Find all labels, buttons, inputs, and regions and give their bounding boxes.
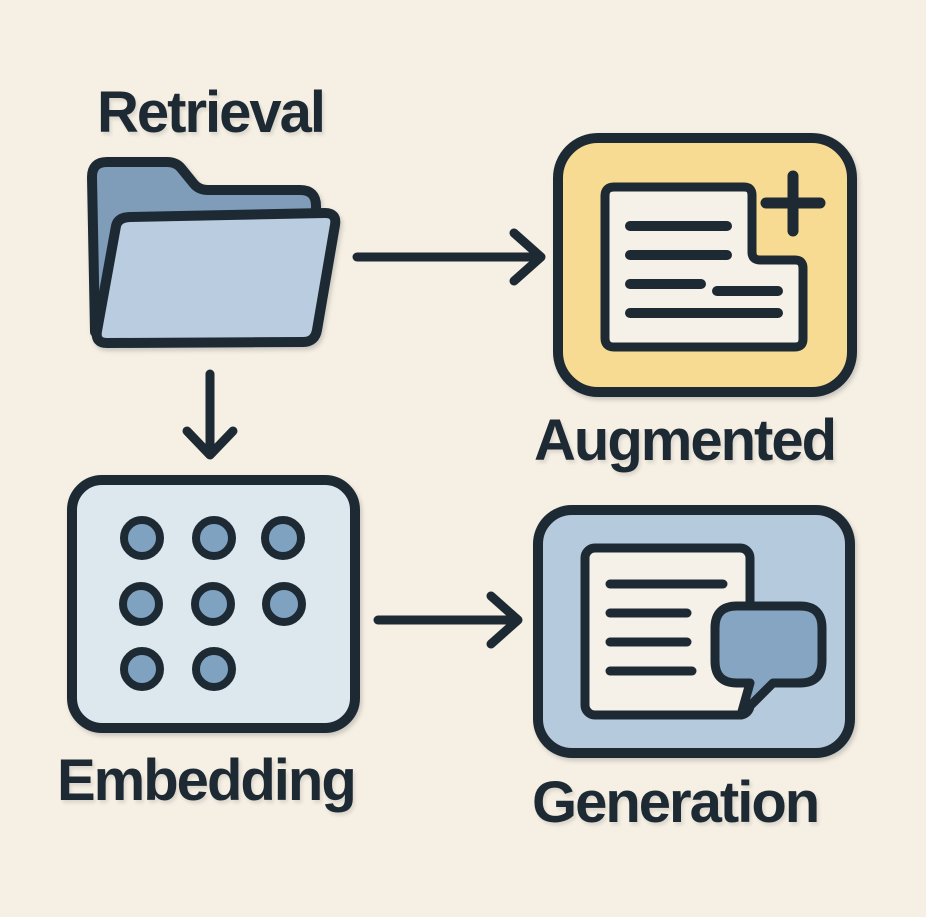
chat-bubble bbox=[710, 601, 827, 720]
arrow-embedding-to-generation bbox=[373, 591, 523, 649]
arrow-retrieval-to-embedding bbox=[182, 369, 238, 460]
dot-grid-icon bbox=[67, 475, 360, 733]
folder-icon bbox=[87, 157, 341, 348]
embedding-label: Embedding bbox=[57, 748, 357, 813]
retrieval-label: Retrieval bbox=[97, 80, 326, 145]
arrow-head bbox=[182, 426, 238, 460]
arrow-head bbox=[509, 228, 546, 286]
plus-icon bbox=[760, 170, 826, 237]
document-chat-bubble-icon bbox=[533, 505, 855, 758]
arrow-head bbox=[486, 591, 523, 649]
document-text-lines bbox=[625, 221, 783, 318]
folder-front-panel bbox=[91, 208, 341, 348]
document-plus-icon bbox=[553, 133, 857, 397]
arrow-retrieval-to-augmented bbox=[352, 228, 546, 286]
embedding-dots bbox=[119, 516, 306, 691]
augmented-label: Augmented bbox=[534, 408, 837, 473]
document-text-lines bbox=[605, 579, 728, 676]
generation-label: Generation bbox=[532, 770, 820, 835]
